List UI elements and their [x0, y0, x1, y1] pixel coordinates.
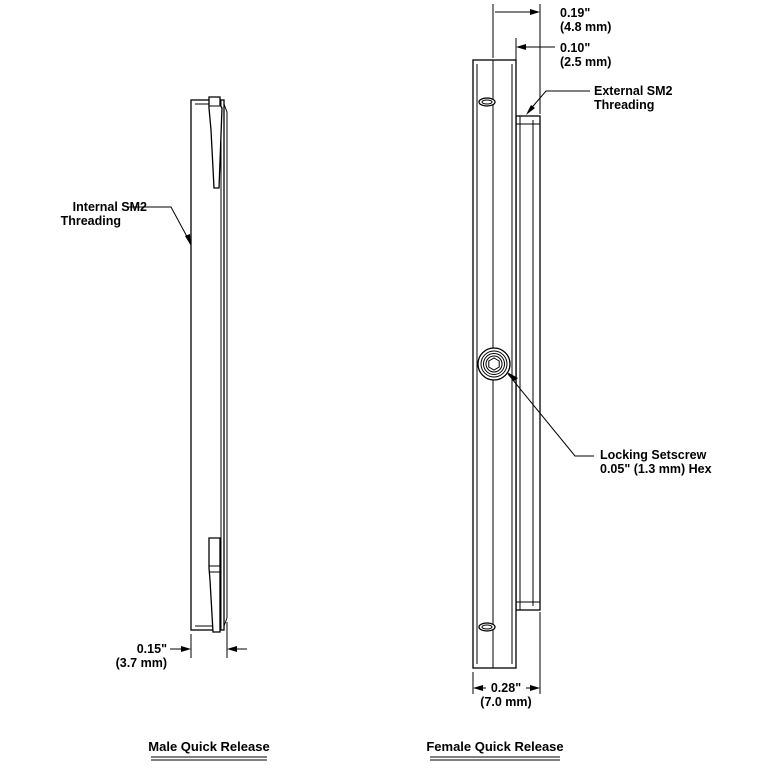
- female-dim-top-mm: (4.8 mm): [560, 20, 611, 34]
- male-internal-threading-label-2: Threading: [61, 214, 121, 228]
- female-bottom-hole: [478, 622, 496, 632]
- female-external-threading-label-2: Threading: [594, 98, 654, 112]
- male-dim-arrow-right: [227, 646, 237, 652]
- female-dim-step-in: 0.10": [560, 41, 590, 55]
- male-leader-arrowhead: [185, 234, 191, 246]
- hex-socket-icon: [488, 357, 500, 371]
- male-bottom-latch: [208, 537, 221, 633]
- female-dim-width-arrow-right: [530, 685, 540, 691]
- locking-setscrew: [477, 347, 511, 381]
- male-caption: Male Quick Release: [148, 739, 269, 754]
- male-top-latch: [208, 96, 223, 189]
- setscrew-ring-2: [483, 353, 505, 375]
- male-internal-threading-label-1: Internal SM2: [73, 200, 147, 214]
- female-quick-release: 0.19" (4.8 mm) 0.10" (2.5 mm) External S…: [426, 4, 712, 761]
- male-dim-width-in: 0.15": [137, 642, 167, 656]
- female-bottom-hole-inner: [481, 624, 493, 630]
- female-setscrew-arrowhead: [507, 372, 518, 381]
- setscrew-outer: [477, 347, 511, 381]
- female-dim-width-arrow-left: [473, 685, 483, 691]
- male-dim-width-mm: (3.7 mm): [116, 656, 167, 670]
- female-dim-top-arrow: [530, 9, 540, 15]
- female-dim-width-in: 0.28": [491, 681, 521, 695]
- male-chamfer: [223, 103, 228, 627]
- male-internal-threading-leader: [128, 206, 192, 245]
- female-setscrew-label-2: 0.05" (1.3 mm) Hex: [600, 462, 712, 476]
- female-external-threading-leader: [527, 90, 590, 113]
- setscrew-ring-3: [485, 355, 503, 373]
- female-setscrew-label-1: Locking Setscrew: [600, 448, 707, 462]
- female-dim-step-arrow: [516, 44, 526, 50]
- male-quick-release: Internal SM2 Threading 0.15" (3.7 mm) Ma…: [61, 96, 270, 761]
- setscrew-ring-1: [480, 350, 508, 378]
- female-dim-step-mm: (2.5 mm): [560, 55, 611, 69]
- female-top-hole-inner: [481, 99, 493, 105]
- female-setscrew-leader: [507, 373, 594, 457]
- female-top-hole: [478, 97, 496, 107]
- female-dim-top-in: 0.19": [560, 6, 590, 20]
- male-dim-arrow-left: [181, 646, 191, 652]
- female-dim-width-mm: (7.0 mm): [480, 695, 531, 709]
- female-external-threading-arrowhead: [526, 105, 535, 115]
- female-caption: Female Quick Release: [426, 739, 563, 754]
- female-external-threading-label-1: External SM2: [594, 84, 673, 98]
